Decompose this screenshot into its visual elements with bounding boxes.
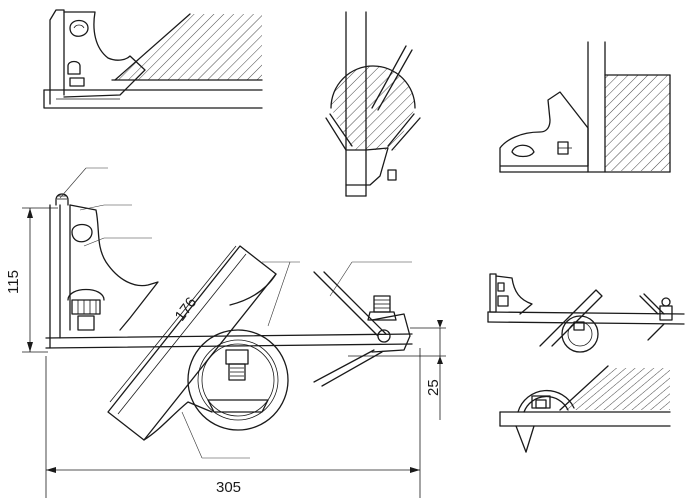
leader-lines xyxy=(59,167,412,459)
detail-square-head-top-right xyxy=(499,41,671,173)
detail-assembly-small xyxy=(487,273,685,353)
dim-height-115: 115 xyxy=(5,270,22,294)
dimension-lines xyxy=(22,207,446,498)
main-combination-square xyxy=(45,193,413,441)
detail-square-head-top-left xyxy=(43,9,263,109)
dim-offset-25: 25 xyxy=(425,379,442,396)
dim-width-305: 305 xyxy=(216,479,241,496)
detail-center-finder xyxy=(325,11,421,197)
detail-protractor-on-block xyxy=(499,365,671,453)
